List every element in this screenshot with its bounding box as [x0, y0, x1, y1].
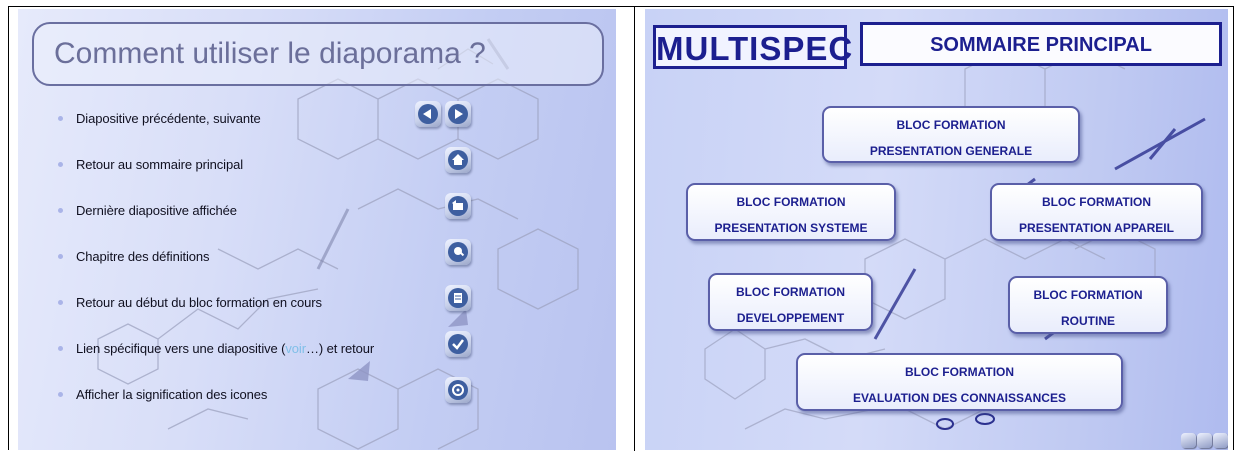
home-icon[interactable]	[445, 147, 471, 173]
help-slide: Comment utiliser le diaporama ? Diaposit…	[18, 9, 616, 450]
item-label: Diapositive précédente, suivante	[76, 111, 261, 126]
previous-arrow-icon[interactable]	[415, 101, 441, 127]
bloc-line2: EVALUATION DES CONNAISSANCES	[853, 391, 1066, 405]
item-label: Lien spécifique vers une diapositive (vo…	[76, 341, 375, 356]
bloc-line2: PRESENTATION APPAREIL	[1019, 221, 1174, 235]
bloc-developpement[interactable]: BLOC FORMATION DEVELOPPEMENT	[708, 273, 873, 331]
item-label: Retour au sommaire principal	[76, 157, 243, 172]
voir-link[interactable]: voir	[285, 341, 306, 356]
bloc-presentation-systeme[interactable]: BLOC FORMATION PRESENTATION SYSTEME	[686, 183, 896, 241]
return-check-icon[interactable]	[445, 331, 471, 357]
item-label: Dernière diapositive affichée	[76, 203, 237, 218]
item-label: Chapitre des définitions	[76, 249, 210, 264]
slides-frame	[8, 6, 1234, 451]
bloc-line1: BLOC FORMATION	[896, 118, 1006, 132]
title-box: Comment utiliser le diaporama ?	[32, 22, 604, 86]
divider	[634, 7, 635, 451]
bloc-line2: PRESENTATION SYSTEME	[714, 221, 868, 235]
bloc-presentation-generale[interactable]: BLOC FORMATION PRESENTATION GENERALE	[822, 106, 1080, 163]
bloc-line2: PRESENTATION GENERALE	[869, 144, 1033, 158]
help-icon[interactable]	[445, 377, 471, 403]
last-viewed-icon[interactable]	[445, 193, 471, 219]
bullet-icon	[58, 300, 63, 305]
help-icon[interactable]	[1181, 433, 1196, 448]
definitions-icon[interactable]	[445, 239, 471, 265]
bloc-line2: DEVELOPPEMENT	[736, 311, 845, 325]
bloc-line1: BLOC FORMATION	[1033, 288, 1143, 302]
bullet-icon	[58, 116, 63, 121]
bloc-line1: BLOC FORMATION	[1041, 195, 1152, 209]
bloc-start-icon[interactable]	[445, 285, 471, 311]
bloc-routine[interactable]: BLOC FORMATION ROUTINE	[1008, 276, 1168, 334]
item-label: Retour au début du bloc formation en cou…	[76, 295, 322, 310]
next-arrow-icon[interactable]	[445, 101, 471, 127]
bullet-icon	[58, 392, 63, 397]
logo-text: MULTISPEC	[656, 30, 854, 67]
previous-arrow-icon[interactable]	[1197, 433, 1212, 448]
bullet-icon	[58, 346, 63, 351]
bloc-evaluation-connaissances[interactable]: BLOC FORMATION EVALUATION DES CONNAISSAN…	[796, 353, 1123, 411]
next-arrow-icon[interactable]	[1213, 433, 1228, 448]
page-title: SOMMAIRE PRINCIPAL	[930, 34, 1152, 56]
bloc-line1: BLOC FORMATION	[736, 195, 846, 209]
bullet-icon	[58, 162, 63, 167]
slide-title: Comment utiliser le diaporama ?	[54, 37, 486, 70]
bullet-icon	[58, 208, 63, 213]
main-menu-slide: MULTISPEC SOMMAIRE PRINCIPAL BLOC FORMAT…	[645, 9, 1228, 450]
bloc-presentation-appareil[interactable]: BLOC FORMATION PRESENTATION APPAREIL	[990, 183, 1203, 241]
header-box: SOMMAIRE PRINCIPAL	[860, 22, 1222, 66]
bloc-line2: ROUTINE	[1061, 314, 1115, 328]
bullet-icon	[58, 254, 63, 259]
item-label: Afficher la signification des icones	[76, 387, 268, 402]
multispec-logo: MULTISPEC	[653, 25, 854, 69]
bloc-line1: BLOC FORMATION	[735, 285, 846, 299]
bloc-line1: BLOC FORMATION	[904, 365, 1015, 379]
